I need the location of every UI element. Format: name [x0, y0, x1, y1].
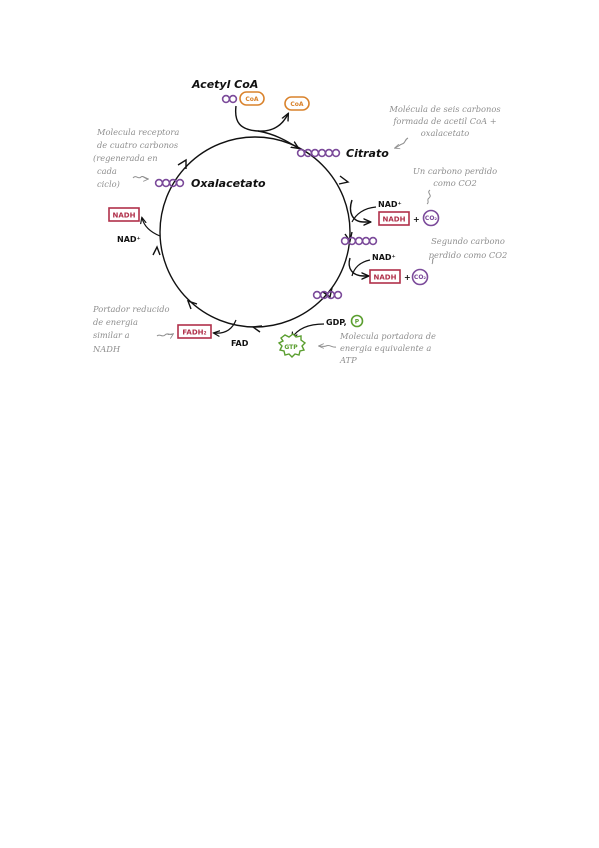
- fadh2-label: FADH₂: [182, 329, 206, 337]
- fad-arrow: [214, 319, 237, 333]
- nadh-box-1: [378, 211, 410, 226]
- oxalacetato-label: Oxalacetato: [191, 177, 266, 190]
- svg-text:Portador reducido: Portador reducido: [92, 304, 170, 314]
- second-carbon-note: Segundo carbono perdido como CO2: [429, 236, 508, 260]
- fadh2-note: Portador reducido de energia similar a N…: [92, 304, 170, 354]
- step1-arrow: [349, 199, 371, 222]
- gtp-burst-icon: [277, 333, 307, 358]
- acetyl-beads: [221, 94, 238, 104]
- five-carbon-beads: [340, 236, 378, 246]
- gtp-label: GTP: [284, 344, 298, 351]
- svg-text:oxalacetato: oxalacetato: [421, 128, 469, 138]
- nadh-label-2: NADH: [374, 274, 397, 282]
- oxalacetate-beads: [154, 178, 185, 188]
- svg-text:energia equivalente a: energia equivalente a: [340, 343, 431, 353]
- nad-plus-label-2: NAD⁺: [372, 253, 396, 262]
- six-carbon-note: Molécula de seis carbonos formada de ace…: [388, 104, 500, 138]
- svg-text:Molecula receptora: Molecula receptora: [96, 127, 179, 137]
- four-carbon-beads: [312, 290, 343, 300]
- acceptor-note: Molecula receptora de cuatro carbonos (r…: [93, 127, 179, 189]
- acetyl-coa-label: Acetyl CoA: [191, 78, 258, 91]
- nad-plus-label-1: NAD⁺: [378, 200, 402, 209]
- step1-nad-arrow: [351, 206, 377, 223]
- pi-label: P: [355, 319, 360, 326]
- svg-text:de cuatro carbonos: de cuatro carbonos: [97, 140, 178, 150]
- citrate-beads: [296, 148, 341, 158]
- svg-text:perdido como CO2: perdido como CO2: [429, 250, 508, 260]
- six-carbon-squiggle: [395, 137, 409, 148]
- fad-label: FAD: [231, 339, 249, 348]
- co2-label-1: CO₂: [425, 215, 438, 222]
- svg-text:NADH: NADH: [92, 344, 121, 354]
- svg-text:Un carbono perdido: Un carbono perdido: [413, 166, 497, 176]
- nadh-label-1: NADH: [383, 216, 406, 224]
- carbon-lost-note: Un carbono perdido como CO2: [413, 166, 497, 188]
- carbon-lost-squiggle: [426, 189, 431, 205]
- step2-nad-arrow: [351, 259, 371, 277]
- coa-label: CoA: [245, 96, 259, 103]
- coa-released-label: CoA: [290, 101, 304, 108]
- plus-2: +: [404, 273, 411, 282]
- svg-text:similar a: similar a: [93, 330, 130, 340]
- svg-text:ciclo): ciclo): [97, 179, 120, 189]
- nad-plus-label-3: NAD⁺: [117, 235, 141, 244]
- svg-text:cada: cada: [97, 166, 117, 176]
- svg-text:formada de acetil CoA +: formada de acetil CoA +: [392, 116, 496, 126]
- citrato-label: Citrato: [346, 147, 389, 160]
- gdp-label: GDP,: [326, 318, 347, 327]
- gtp-note: Molecula portadora de energia equivalent…: [339, 331, 436, 365]
- step2-arrow: [348, 257, 368, 276]
- cycle-ring: [159, 136, 351, 328]
- svg-text:(regenerada en: (regenerada en: [93, 153, 158, 163]
- fadh2-box: [177, 324, 212, 339]
- acceptor-note-squiggle: [132, 175, 148, 179]
- svg-text:Segundo carbono: Segundo carbono: [431, 236, 505, 246]
- pi-circle: [350, 314, 364, 328]
- svg-text:Molécula de seis carbonos: Molécula de seis carbonos: [388, 104, 500, 114]
- citrate-entry-arrow: [257, 130, 298, 148]
- fadh2-note-squiggle: [156, 334, 173, 336]
- acetyl-entry-arrow: [234, 105, 288, 132]
- second-carbon-squiggle: [431, 257, 435, 265]
- gtp-arrow: [292, 323, 325, 338]
- co2-label-2: CO₂: [414, 274, 427, 281]
- nadh3-arrow: [142, 218, 161, 237]
- nadh-box-3: [108, 207, 140, 222]
- coa-released-badge: [284, 96, 310, 111]
- plus-1: +: [413, 215, 420, 224]
- gtp-note-squiggle: [319, 345, 337, 347]
- coa-badge: [239, 91, 265, 106]
- nadh-box-2: [369, 269, 401, 284]
- co2-circle-2: [411, 268, 429, 286]
- co2-circle-1: [422, 209, 440, 227]
- svg-text:de energia: de energia: [93, 317, 138, 327]
- svg-text:ATP: ATP: [339, 355, 357, 365]
- svg-text:Molecula portadora de: Molecula portadora de: [339, 331, 436, 341]
- nadh-label-3: NADH: [113, 212, 136, 220]
- svg-text:como CO2: como CO2: [433, 178, 477, 188]
